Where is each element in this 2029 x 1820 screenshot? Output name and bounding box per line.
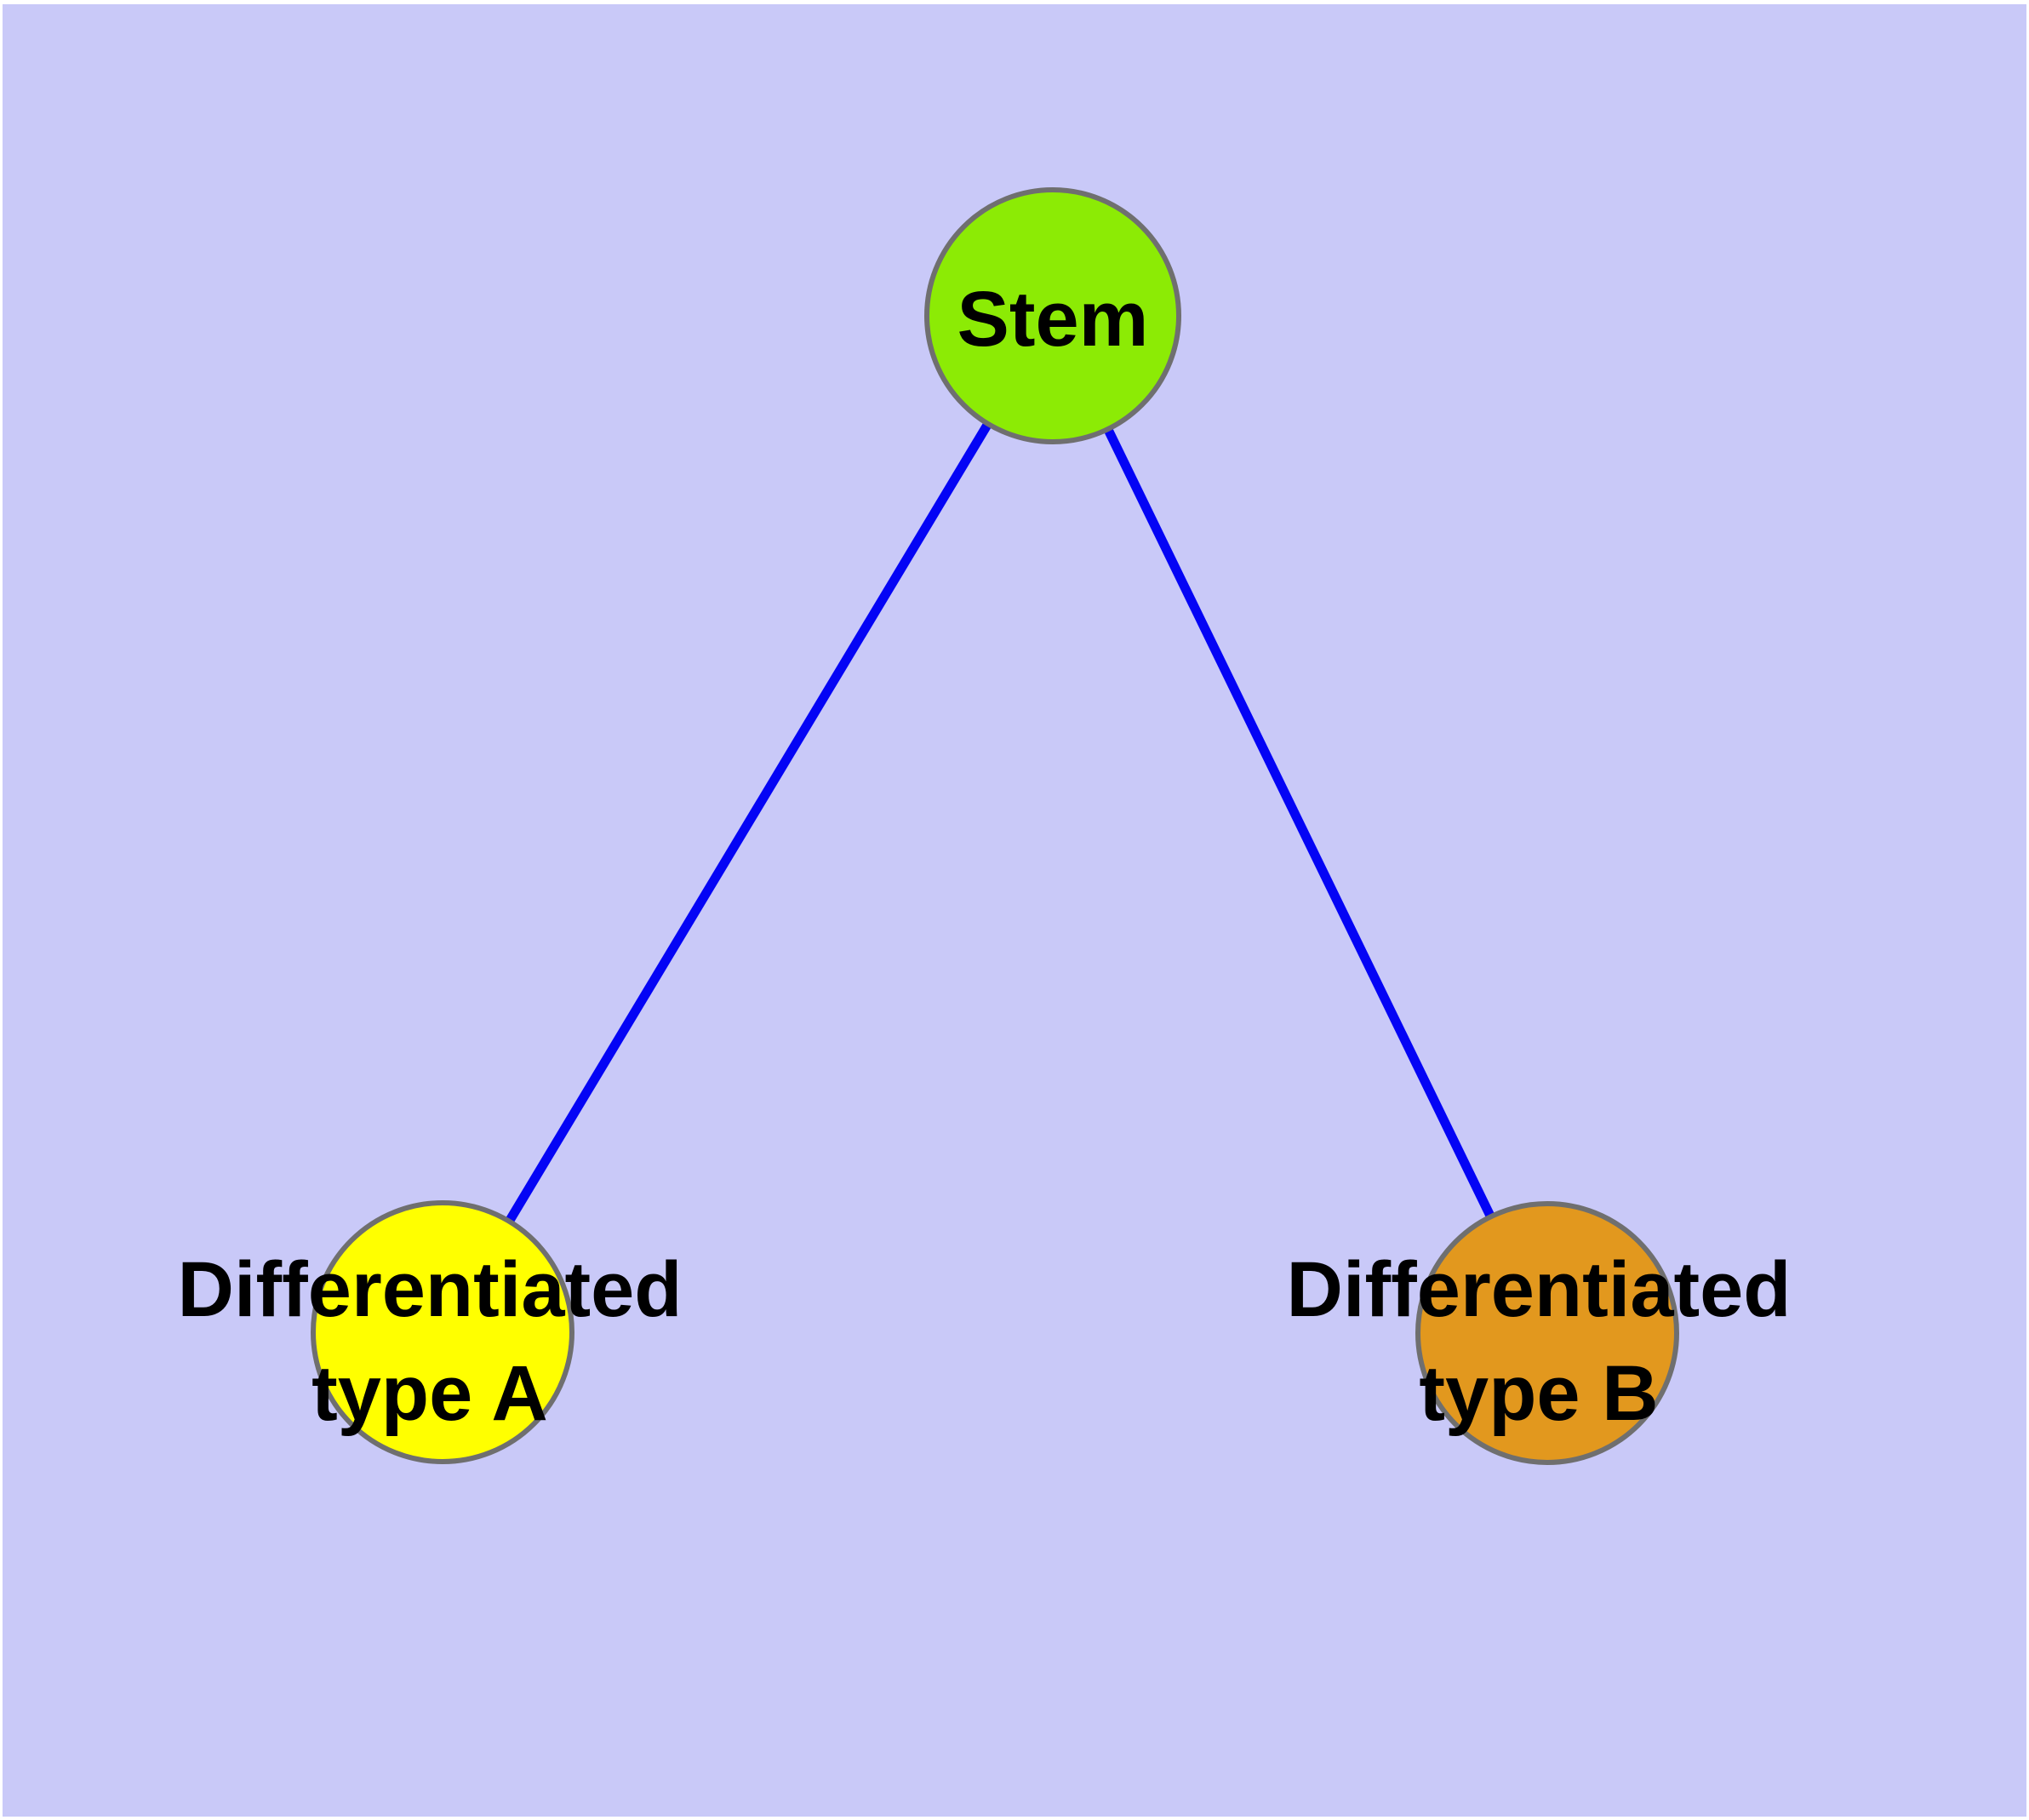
label-line-2: type A (311, 1350, 548, 1437)
node-label-stem: Stem (957, 276, 1149, 363)
node-label-differentiated-type-a: Differentiated type A (178, 1238, 683, 1445)
label-line-2: type B (1419, 1350, 1659, 1437)
edge-stem-to-type-a (438, 313, 1057, 1335)
edge-stem-to-type-b (1049, 313, 1552, 1336)
node-differentiated-type-a (311, 1200, 574, 1464)
node-label-differentiated-type-b: Differentiated type B (1287, 1238, 1792, 1445)
label-line-1: Differentiated (177, 1246, 683, 1333)
label-line-1: Differentiated (1286, 1246, 1792, 1333)
node-differentiated-type-b (1415, 1201, 1679, 1465)
node-stem (924, 187, 1181, 444)
